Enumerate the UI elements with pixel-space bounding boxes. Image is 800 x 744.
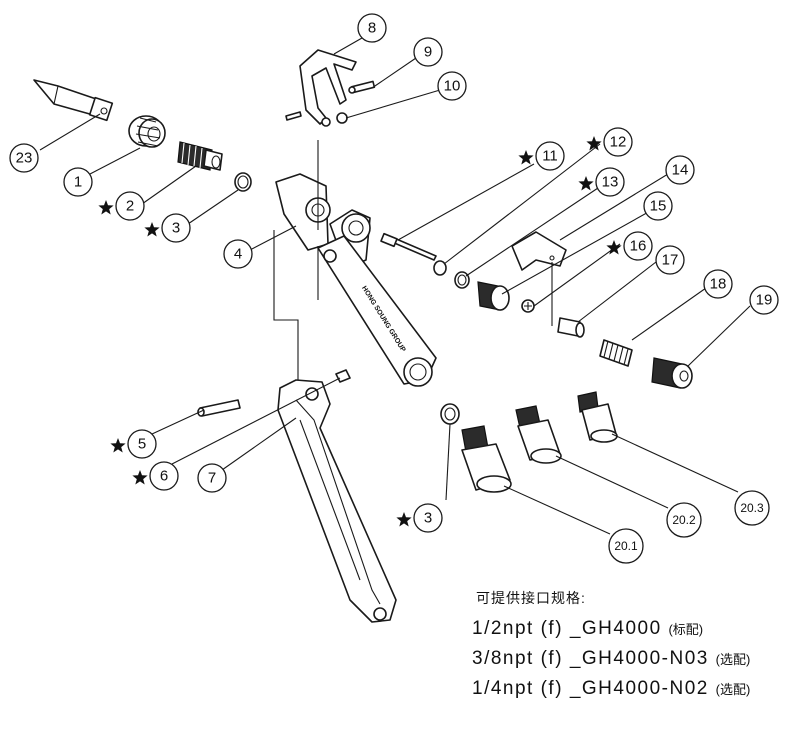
spec-line-2-text: 3/8npt (f) _GH4000-N03 — [472, 648, 709, 669]
callout-20-1: 20.1 — [608, 528, 644, 564]
part-inlet-fitting-large — [461, 425, 512, 493]
callout-3a: 3 — [144, 213, 191, 243]
part-knurled-nut — [128, 115, 166, 148]
part-trigger-cap — [511, 231, 567, 271]
spec-line-3: 1/4npt (f) _GH4000-N02 (选配) — [472, 678, 792, 700]
callout-label: 4 — [234, 246, 242, 263]
callout-19: 19 — [749, 285, 779, 315]
callout-18: 18 — [703, 269, 733, 299]
part-inlet-fitting-small — [577, 391, 618, 443]
part-nozzle-tip — [33, 79, 114, 122]
callout-label: 13 — [602, 174, 619, 191]
callout-13: 13 — [578, 167, 625, 197]
callout-label: 12 — [610, 134, 627, 151]
required-part-star-icon — [132, 470, 148, 485]
callout-20-3: 20.3 — [734, 490, 770, 526]
spec-line-2-option: (选配) — [715, 652, 751, 667]
part-threaded-fitting — [177, 141, 223, 171]
callout-12: 12 — [586, 127, 633, 157]
part-pivot-pin — [197, 399, 241, 417]
callout-9: 9 — [413, 37, 443, 67]
callout-label: 3 — [172, 220, 180, 237]
callout-1: 1 — [63, 167, 93, 197]
callout-23: 23 — [9, 143, 39, 173]
callout-7: 7 — [197, 463, 227, 493]
spec-line-2: 3/8npt (f) _GH4000-N03 (选配) — [472, 648, 792, 670]
callout-label: 16 — [630, 238, 647, 255]
callout-20-2: 20.2 — [666, 502, 702, 538]
callout-14: 14 — [665, 155, 695, 185]
part-seal — [433, 260, 447, 276]
required-part-star-icon — [144, 222, 160, 237]
callout-label: 11 — [542, 148, 558, 165]
callout-label: 20.3 — [740, 501, 764, 515]
callout-label: 20.1 — [614, 539, 638, 553]
callout-label: 20.2 — [672, 513, 696, 527]
part-clip — [335, 369, 351, 383]
callout-15: 15 — [643, 191, 673, 221]
interface-spec-notes: 可提供接口规格: 1/2npt (f) _GH4000 (标配) 3/8npt … — [472, 588, 792, 708]
spec-line-3-option: (选配) — [715, 682, 751, 697]
callout-label: 2 — [126, 198, 134, 215]
callout-label: 17 — [662, 252, 679, 269]
callout-label: 14 — [672, 162, 689, 179]
callout-label: 1 — [74, 174, 82, 191]
required-part-star-icon — [110, 438, 126, 453]
part-hook-bracket — [299, 49, 357, 127]
part-washer — [336, 112, 348, 124]
part-needle-rod — [380, 232, 437, 261]
spec-line-3-text: 1/4npt (f) _GH4000-N02 — [472, 678, 709, 699]
callout-label: 15 — [650, 198, 667, 215]
callout-label: 19 — [756, 292, 773, 309]
callout-10: 10 — [437, 71, 467, 101]
part-o-ring-small — [454, 271, 470, 289]
callout-4: 4 — [223, 239, 253, 269]
required-part-star-icon — [578, 176, 594, 191]
callout-8: 8 — [357, 13, 387, 43]
callout-label: 9 — [424, 44, 432, 61]
callout-label: 10 — [444, 78, 461, 95]
callout-2: 2 — [98, 191, 145, 221]
part-screw — [348, 80, 376, 94]
callout-11: 11 — [518, 141, 565, 171]
part-spring — [599, 339, 633, 367]
callout-label: 7 — [208, 470, 216, 487]
callout-label: 6 — [160, 468, 168, 485]
required-part-star-icon — [518, 150, 534, 165]
callout-5: 5 — [110, 429, 157, 459]
required-part-star-icon — [98, 200, 114, 215]
required-part-star-icon — [606, 240, 622, 255]
notes-title: 可提供接口规格: — [476, 590, 586, 606]
required-part-star-icon — [396, 512, 412, 527]
part-cap-nut — [651, 357, 693, 389]
mounting-plate-outline — [273, 140, 319, 390]
callout-17: 17 — [655, 245, 685, 275]
part-trigger-lever — [277, 379, 397, 623]
part-pin — [557, 317, 585, 338]
callout-label: 23 — [16, 150, 33, 167]
callout-3b: 3 — [396, 503, 443, 533]
part-valve-body — [477, 281, 510, 311]
required-part-star-icon — [586, 136, 602, 151]
spec-line-1-text: 1/2npt (f) _GH4000 — [472, 618, 662, 639]
callout-label: 18 — [710, 276, 727, 293]
callout-16: 16 — [606, 231, 653, 261]
leader-lines — [39, 37, 751, 535]
callout-label: 3 — [424, 510, 432, 527]
spec-line-1-option: (标配) — [668, 622, 704, 637]
part-inlet-fitting-medium — [515, 405, 562, 464]
callout-label: 5 — [138, 436, 146, 453]
part-o-ring-lower — [440, 403, 460, 425]
spec-line-1: 1/2npt (f) _GH4000 (标配) — [472, 618, 792, 640]
callout-label: 8 — [368, 20, 376, 37]
callout-6: 6 — [132, 461, 179, 491]
part-gun-body: HONG SOUNG GROUP — [275, 173, 437, 387]
part-hex-screw — [521, 299, 535, 313]
